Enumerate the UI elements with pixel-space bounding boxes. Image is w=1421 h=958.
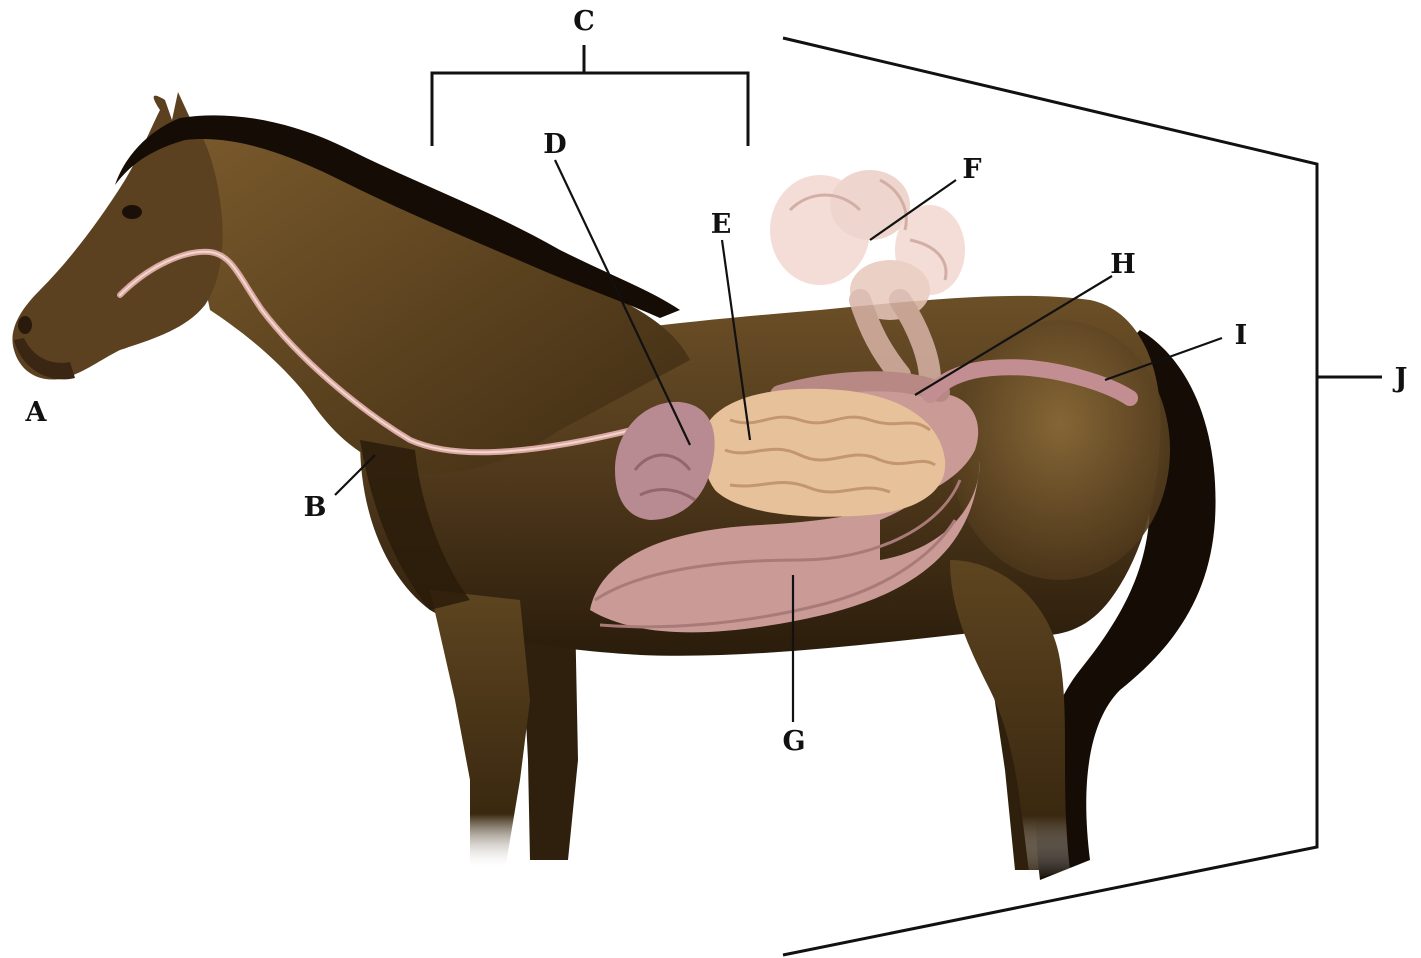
label-h: H [1110,249,1136,280]
hindquarter [950,320,1170,580]
near-front-leg [430,590,530,870]
label-i: I [1235,320,1248,351]
label-b: B [304,492,327,523]
label-f: F [962,154,981,185]
horse-nostril [18,316,32,334]
label-c: C [573,6,595,37]
bracket-c [432,45,748,146]
label-a: A [25,397,48,428]
horse-illustration [12,92,1215,880]
label-j: J [1393,363,1408,394]
horse-eye [122,205,142,219]
label-e: E [711,209,732,240]
label-d: D [543,129,566,160]
label-g: G [782,726,805,757]
